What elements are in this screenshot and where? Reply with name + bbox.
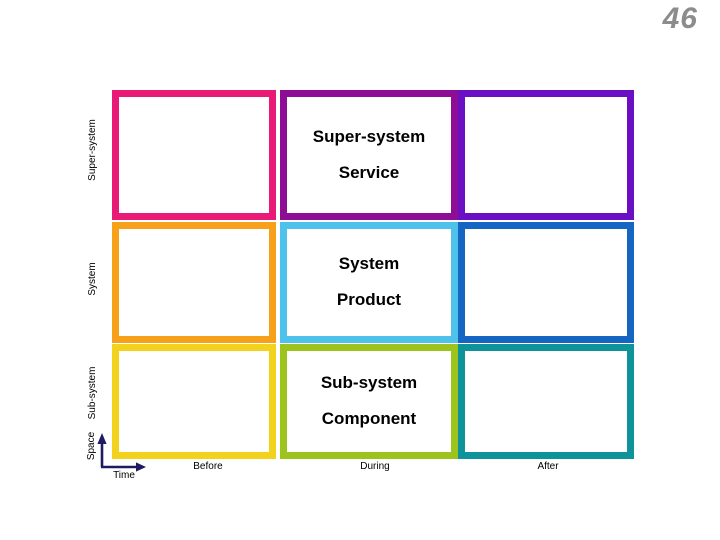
cell-system-before — [112, 222, 276, 343]
cell-text-line: Component — [321, 409, 417, 428]
column-label-after: After — [537, 461, 559, 472]
slide-page-number: 46 — [662, 2, 698, 35]
row-label-supersystem: Super-system — [87, 119, 98, 181]
cell-text-line: Super-system — [312, 126, 426, 146]
cell-system-during: System Product — [280, 222, 458, 343]
cell-subsystem-after — [458, 344, 634, 459]
cell-text-line: Sub-system — [320, 373, 418, 393]
space-axis-arrowhead-icon — [97, 433, 107, 444]
column-label-during: During — [360, 461, 390, 472]
row-label-system: System — [87, 262, 98, 296]
cell-supersystem-during: Super-system Service — [280, 90, 458, 220]
cell-text-line: Product — [336, 290, 402, 309]
cell-text-line: Service — [338, 162, 400, 182]
column-label-before: Before — [193, 461, 223, 472]
cell-subsystem-before — [112, 344, 276, 459]
cell-text-block: System Product — [287, 229, 451, 336]
space-time-axes-arrows — [97, 433, 146, 472]
cell-supersystem-before — [112, 90, 276, 220]
time-axis-arrowhead-icon — [136, 462, 146, 472]
cell-text-block: Sub-system Component — [287, 351, 451, 452]
cell-system-after — [458, 222, 634, 343]
cell-text-block: Super-system Service — [287, 97, 451, 213]
time-axis-label: Time — [113, 470, 135, 481]
row-label-subsystem: Sub-system — [87, 366, 98, 420]
cell-supersystem-after — [458, 90, 634, 220]
cell-subsystem-during: Sub-system Component — [280, 344, 458, 459]
cell-text-line: System — [338, 254, 400, 274]
